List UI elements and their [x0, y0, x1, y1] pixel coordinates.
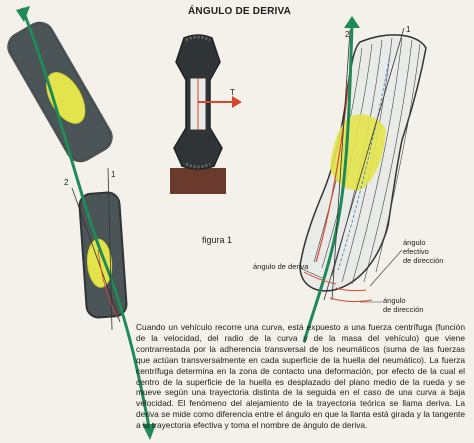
left-trajectory-arrow-top [16, 6, 30, 22]
marker-2-right: 2 [345, 30, 350, 39]
right-trajectory-arrow [344, 16, 360, 28]
right-trajectory-curve [302, 23, 354, 343]
left-trajectory-curve [20, 7, 152, 433]
left-red-track [97, 249, 119, 319]
figure-label: figura 1 [202, 235, 233, 245]
label-angulo-de-direccion: ángulo de dirección [383, 296, 424, 314]
leader-deriva [299, 267, 323, 279]
label-angulo-efectivo-direccion: ángulo efectivo de dirección [403, 238, 444, 265]
left-trajectory-arrow-bottom [142, 424, 156, 440]
angle-arc-deriva [303, 271, 337, 285]
force-arrow-head [232, 96, 242, 108]
marker-1-right: 1 [406, 25, 411, 34]
marker-1-left: 1 [111, 170, 116, 179]
diagram-title: ÁNGULO DE DERIVA [188, 6, 292, 17]
ground-block [170, 168, 226, 194]
label-angulo-de-deriva: ángulo de deriva [253, 262, 309, 271]
marker-2-left: 2 [64, 178, 69, 187]
right-line-2 [331, 29, 351, 301]
leader-efectivo [369, 249, 403, 287]
force-label-t: T [230, 88, 235, 97]
angle-arc-direccion [329, 297, 373, 303]
angle-arc-efectivo [335, 287, 367, 292]
left-line-2 [71, 187, 121, 323]
cross-section-tire [170, 34, 226, 194]
caption-paragraph: Cuando un vehículo recorre una curva, es… [136, 322, 465, 431]
right-line-1 [323, 27, 405, 301]
upper-left-tire [7, 21, 113, 163]
